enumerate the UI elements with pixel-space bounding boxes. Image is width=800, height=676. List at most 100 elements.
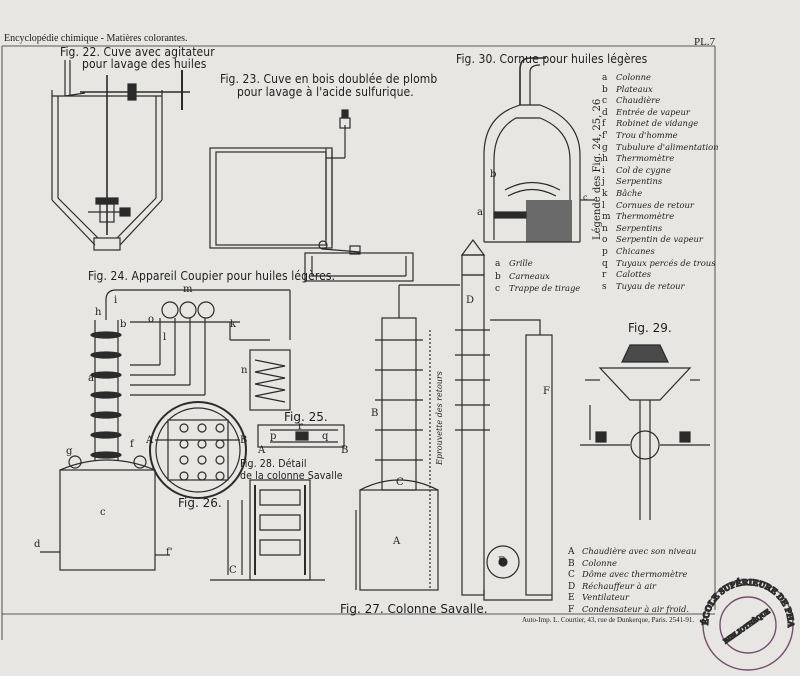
fig22-title-line2: pour lavage des huiles [82, 57, 207, 71]
fig25-label-B: B [341, 445, 349, 456]
legend-key: b [602, 84, 608, 95]
eprouvette-label: Eprouvette des retours [435, 371, 444, 465]
legend-value: Entrée de vapeur [616, 106, 690, 117]
legend-value: Serpentins [616, 222, 663, 233]
fig30-label-a: a [477, 207, 483, 218]
fig24-label-c: c [100, 507, 106, 518]
fig28-label-C: C [229, 565, 237, 576]
legend-value: Carneaux [509, 270, 550, 281]
legend-value: Calottes [616, 269, 652, 280]
legend-value: Trappe de tirage [509, 283, 581, 293]
legend-value: Serpentin de vapeur [616, 234, 703, 245]
fig24-label-o: o [148, 314, 155, 325]
legend-item: s Tuyau de retour [602, 276, 685, 292]
legend-value: Chaudière avec son niveau [582, 546, 697, 556]
fig24-label-a: a [88, 373, 94, 384]
legend-key: a [495, 259, 501, 269]
printer-credit: Auto-Imp. L. Courtier, 43, rue de Dunker… [522, 616, 695, 624]
fig27-label-C: C [396, 477, 404, 488]
legend-item: n Serpentins [602, 218, 662, 234]
legend-item: g Tubulure d'alimentation [602, 137, 719, 153]
fig27-label-A: A [393, 536, 401, 547]
legend-value: Tuyau de retour [616, 280, 685, 291]
legend-key: c [495, 284, 501, 294]
fig22-drawing [51, 60, 190, 251]
legend-key: C [568, 570, 575, 580]
legend-value: Condensateur à air froid. [582, 603, 690, 614]
legend-key: b [495, 271, 501, 282]
legend-item: E Ventilateur [568, 587, 629, 603]
fig24-label-f2: f' [166, 547, 173, 558]
fig29-drawing [580, 344, 710, 520]
legend-value: Tuyaux percés de trous [616, 257, 716, 268]
fig24-label-i: i [114, 295, 118, 306]
legend-key: a [602, 73, 608, 83]
legend-value: Ventilateur [582, 592, 630, 602]
legend-key: k [602, 189, 608, 199]
legend-value: Thermomètre [616, 211, 675, 222]
fig24-label-l: l [163, 332, 167, 343]
fig26-drawing [149, 401, 247, 499]
legend-value: Réchauffeur à air [582, 580, 657, 591]
legend-key: D [568, 581, 576, 592]
legend-key: l [602, 200, 605, 211]
legend-value: Dôme avec thermomètre [582, 569, 688, 579]
fig25-label-q: q [322, 431, 329, 442]
legend-value: Thermomètre [616, 153, 675, 164]
fig30-drawing [483, 57, 595, 243]
legend-item: C Dôme avec thermomètre [568, 564, 687, 580]
legend-key: r [602, 270, 607, 281]
legend-item: r Calottes [602, 264, 651, 280]
legend-key: h [602, 154, 608, 165]
legend-value: Tubulure d'alimentation [616, 141, 719, 152]
fig27-drawing [355, 238, 553, 601]
fig27-label-E: E [498, 556, 506, 567]
legend-item: c Chaudière [602, 90, 660, 106]
fig25-label-r: r [298, 421, 303, 432]
legend-item: k Bâche [602, 183, 642, 199]
legend-key: f [602, 119, 606, 130]
fig24-label-b: b [120, 319, 127, 330]
fig28-drawing [210, 479, 325, 581]
legend-value: Colonne [582, 557, 617, 568]
legend-key: s [602, 281, 607, 292]
legend-key: g [602, 142, 608, 153]
fig27-title: Fig. 27. Colonne Savalle. [340, 602, 488, 616]
legend-key: c [602, 96, 608, 107]
stamp-center-text: BIBLIOTHÈQUE [722, 607, 772, 645]
fig29-title: Fig. 29. [628, 321, 672, 335]
fig30-title: Fig. 30. Cornue pour huiles légères [456, 52, 648, 66]
header-title: Encyclopédie chimique - Matières coloran… [4, 33, 188, 44]
legend-value: Col de cygne [616, 164, 671, 175]
fig23-title-line1: Fig. 23. Cuve en bois doublée de plomb [220, 72, 438, 86]
fig23-drawing [209, 109, 414, 282]
legend-key: f' [602, 131, 608, 141]
fig22-title-line1: Fig. 22. Cuve avec agitateur [60, 45, 215, 59]
legend-key: j [602, 177, 605, 188]
legend-value: Chaudière [616, 95, 661, 106]
fig27-label-B: B [371, 408, 379, 419]
fig25-title: Fig. 25. [284, 410, 328, 424]
fig26-label-A: A [146, 435, 154, 446]
legend-value: Bâche [616, 188, 643, 198]
legend-value: Robinet de vidange [616, 118, 699, 129]
fig24-label-d: d [34, 539, 41, 550]
legend-key: E [568, 593, 575, 603]
plate-number: PL.7 [694, 36, 716, 48]
fig24-label-n: n [241, 365, 248, 376]
fig28-title-line1: Fig. 28. Détail [240, 458, 307, 470]
legend-value: Chicanes [616, 246, 655, 256]
fig30-label-b: b [490, 169, 497, 180]
legend-key: n [602, 223, 608, 234]
